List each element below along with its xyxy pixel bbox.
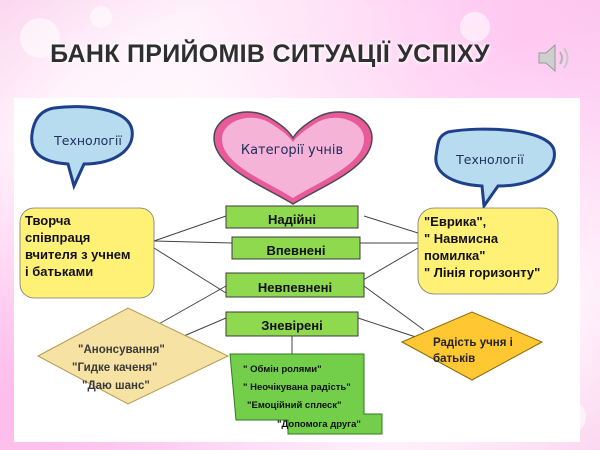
left-yellow-box [19, 207, 155, 299]
right-box-line: "Еврика", [424, 214, 487, 229]
left-speech-bubble [30, 105, 134, 191]
left-box-line: вчителя з учнем [25, 247, 131, 262]
bottom-shape-line: " Неочікувана радість" [243, 382, 351, 393]
connector-line [363, 215, 419, 234]
bottom-shape-line: "Емоційний сплеск" [247, 400, 342, 411]
category-box [225, 205, 359, 229]
right-box-text: "Еврика", " Навмисна помилка" " Лінія го… [424, 213, 540, 281]
heart-label: Категорії учнів [240, 143, 344, 158]
right-bubble-label: Технології [456, 152, 524, 167]
slide-title: БАНК ПРИЙОМІВ СИТУАЦІЇ УСПІХУ [50, 40, 490, 68]
category-box [225, 311, 359, 337]
right-speech-bubble [434, 127, 556, 211]
diagram-canvas [19, 105, 559, 435]
left-box-line: Творча [25, 213, 71, 228]
connector-line [357, 247, 419, 284]
category-box [231, 236, 361, 260]
right-box-line: " Навмисна [424, 231, 499, 246]
right-diamond-line: батьків [433, 353, 476, 365]
background-bokeh [90, 6, 112, 28]
right-yellow-box [417, 207, 559, 295]
left-diamond-line: "Гидке каченя" [72, 362, 158, 374]
connector-line [363, 285, 425, 331]
left-bubble-label: Технології [54, 133, 122, 148]
category-label: Впевнені [266, 243, 326, 258]
bottom-shape-line: " Обмін ролями" [243, 364, 322, 375]
right-box-line: помилка" [424, 248, 486, 263]
left-diamond-line: "Даю шанс" [82, 380, 150, 392]
left-box-line: співпраця [25, 230, 91, 245]
category-box [225, 272, 365, 298]
speaker-icon[interactable] [536, 41, 574, 75]
left-diamond-line: "Анонсування" [78, 344, 165, 356]
category-label: Невпевнені [257, 280, 333, 295]
bottom-shape-line: "Допомога друга" [277, 419, 361, 430]
right-box-line: " Лінія горизонту" [424, 265, 541, 280]
category-label: Надійні [268, 212, 316, 227]
background-bokeh [20, 18, 60, 58]
bottom-green-shape [229, 353, 383, 435]
connector-line [153, 240, 233, 244]
background-bokeh [460, 12, 490, 42]
category-label: Зневірені [261, 318, 323, 333]
left-box-text: Творча співпраця вчителя з учнем і батьк… [25, 212, 130, 280]
connector-line [153, 215, 227, 242]
left-diamond [36, 307, 230, 405]
connector-line [153, 247, 227, 294]
right-diamond [400, 311, 544, 381]
left-box-line: і батьками [25, 264, 94, 279]
right-diamond-line: Радість учня і [433, 337, 513, 349]
